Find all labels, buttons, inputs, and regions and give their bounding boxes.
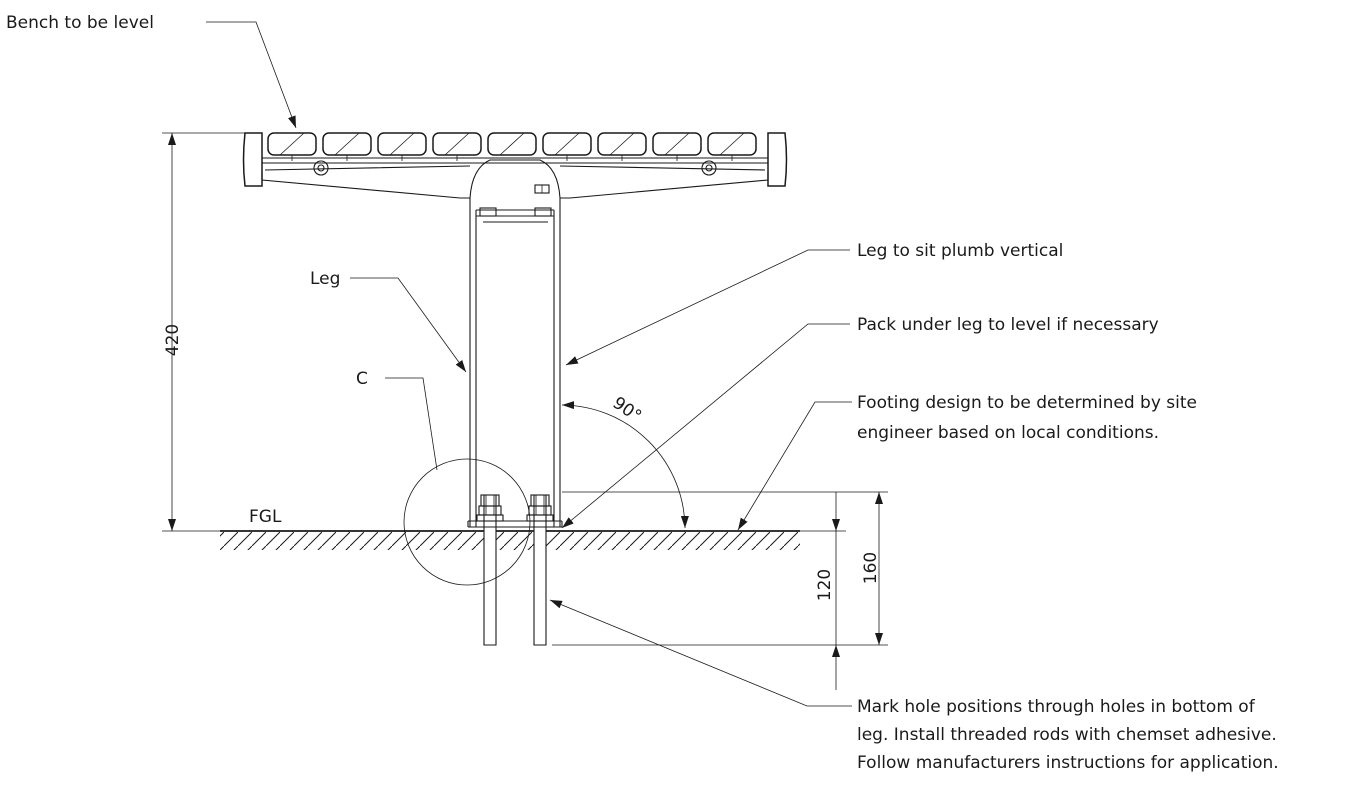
label-bench-level: Bench to be level [6, 13, 154, 33]
dimension-420: 420 [162, 132, 262, 532]
dim-420-label: 420 [163, 324, 183, 356]
label-detail-c: C [356, 369, 368, 389]
ground-line [220, 530, 800, 550]
dim-120-label: 120 [815, 569, 835, 601]
detail-c-circle [403, 458, 531, 586]
threaded-rods [483, 495, 547, 646]
label-footing-1: Footing design to be determined by site [857, 393, 1197, 413]
label-leg: Leg [310, 269, 340, 289]
dimension-90-angle: 90° [561, 393, 689, 529]
bench-slats [267, 132, 757, 161]
dimension-160-120: 160 120 [552, 491, 888, 690]
dim-90-label: 90° [609, 393, 645, 427]
dim-160-label: 160 [861, 552, 881, 584]
anchor-nuts [476, 494, 554, 522]
bench-top [242, 132, 788, 199]
label-footing-2: engineer based on local conditions. [857, 423, 1159, 443]
label-holes-2: leg. Install threaded rods with chemset … [857, 725, 1277, 745]
label-holes-1: Mark hole positions through holes in bot… [857, 697, 1256, 717]
leader-lines [206, 21, 852, 707]
label-holes-3: Follow manufacturers instructions for ap… [857, 753, 1279, 773]
label-leg-plumb: Leg to sit plumb vertical [857, 241, 1063, 261]
label-fgl: FGL [249, 507, 282, 527]
bench-leg [467, 198, 563, 528]
label-pack-under: Pack under leg to level if necessary [857, 315, 1159, 335]
